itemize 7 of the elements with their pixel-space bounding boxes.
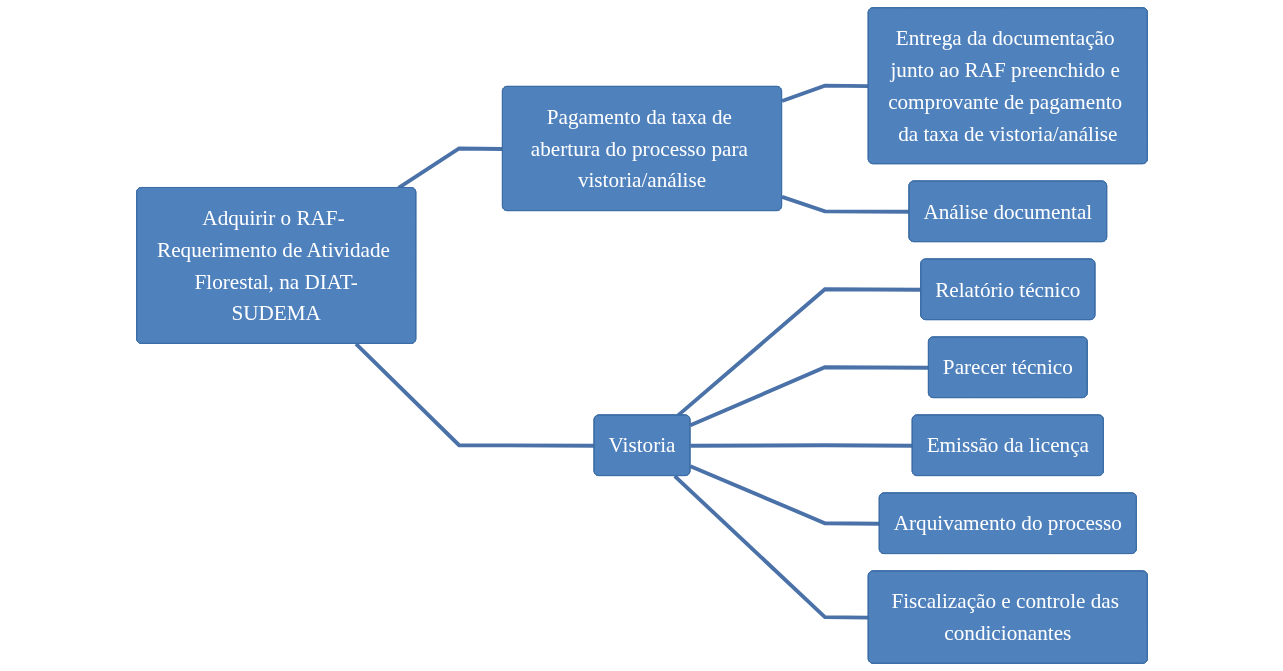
connector — [780, 195, 909, 214]
connector — [689, 464, 880, 526]
connector — [672, 474, 869, 620]
connector — [354, 342, 595, 448]
connector — [780, 83, 869, 103]
connector — [689, 365, 929, 428]
connector — [689, 443, 913, 448]
